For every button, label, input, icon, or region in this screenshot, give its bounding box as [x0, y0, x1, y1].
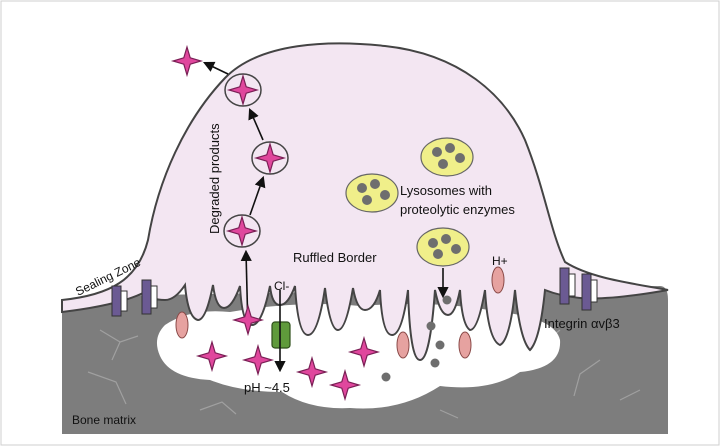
lysosome-2	[346, 174, 398, 212]
label-ruffled-border: Ruffled Border	[293, 250, 377, 265]
lysosome-1	[421, 138, 473, 176]
label-integrin: Integrin αvβ3	[544, 316, 620, 331]
label-chloride: Cl-	[274, 279, 289, 293]
label-bone-matrix: Bone matrix	[72, 413, 136, 427]
label-proton: H+	[492, 254, 508, 268]
lysosome-3	[417, 228, 469, 266]
label-lysosomes-line1: Lysosomes with	[400, 183, 492, 198]
label-degraded-products: Degraded products	[207, 123, 222, 234]
label-lysosomes-line2: proteolytic enzymes	[400, 202, 515, 217]
label-ph: pH ~4.5	[244, 380, 290, 395]
chloride-channel	[272, 322, 290, 348]
